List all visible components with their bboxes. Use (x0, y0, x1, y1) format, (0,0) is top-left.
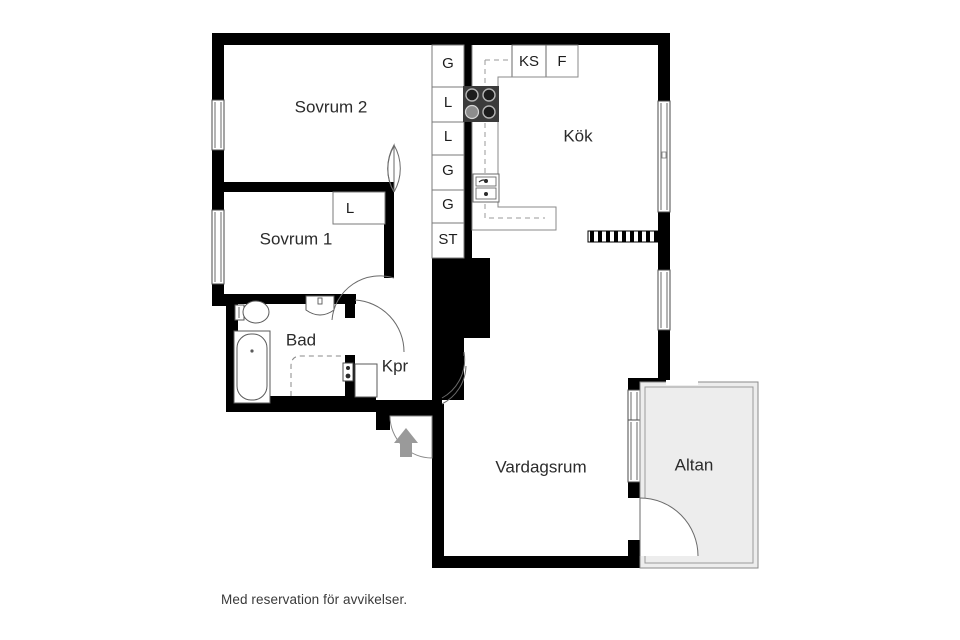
altan-balcony (639, 380, 759, 569)
room-label-kpr: Kpr (382, 356, 409, 375)
closet-label-2: L (444, 128, 452, 145)
washbasin-icon (305, 295, 335, 316)
closet-label-5: ST (438, 231, 457, 248)
window-vardagsrum-lower (627, 419, 641, 483)
entrance-arrow-icon (394, 428, 418, 457)
kitchen-counter (471, 45, 579, 231)
room-label-kok: Kök (563, 126, 593, 145)
cooktop-icon (463, 86, 499, 122)
toilet-icon (234, 300, 270, 324)
shower-area (290, 355, 343, 396)
disclaimer-caption: Med reservation för avvikelser. (221, 592, 408, 607)
room-label-altan: Altan (675, 455, 714, 474)
radiator-icon (587, 230, 659, 243)
room-label-sovrum1: Sovrum 1 (260, 229, 333, 248)
closet-label-0: G (442, 55, 454, 72)
bathtub-icon (233, 330, 271, 404)
door-swings (331, 143, 467, 405)
window-kok-lower (657, 269, 671, 331)
room-label-sovrum2: Sovrum 2 (295, 97, 368, 116)
washing-machine-icon (342, 362, 378, 398)
closet-sovrum1: L (332, 191, 386, 225)
room-label-vardagsrum: Vardagsrum (495, 457, 586, 476)
windows (211, 99, 671, 483)
kitchen-top-units: KS F (511, 44, 579, 78)
closet-label-4: G (442, 196, 454, 213)
kitchen-unit-ks-label: KS (519, 53, 539, 70)
window-kok (657, 100, 671, 213)
window-sovrum1 (211, 209, 225, 285)
room-labels: Sovrum 2 Sovrum 1 Bad Kpr Kök Vardagsrum… (260, 97, 714, 476)
kitchen-dashed-guides (484, 59, 545, 219)
closet-label-3: G (442, 162, 454, 179)
closet-column: G L L G G ST (431, 44, 465, 259)
closet-sovrum1-label: L (346, 200, 354, 217)
window-sovrum2 (211, 99, 225, 151)
closet-label-1: L (444, 94, 452, 111)
bathroom-fixtures (233, 295, 378, 404)
kitchen-unit-f-label: F (557, 53, 566, 70)
kitchen-sink-icon (472, 173, 500, 203)
room-label-bad: Bad (286, 330, 316, 349)
